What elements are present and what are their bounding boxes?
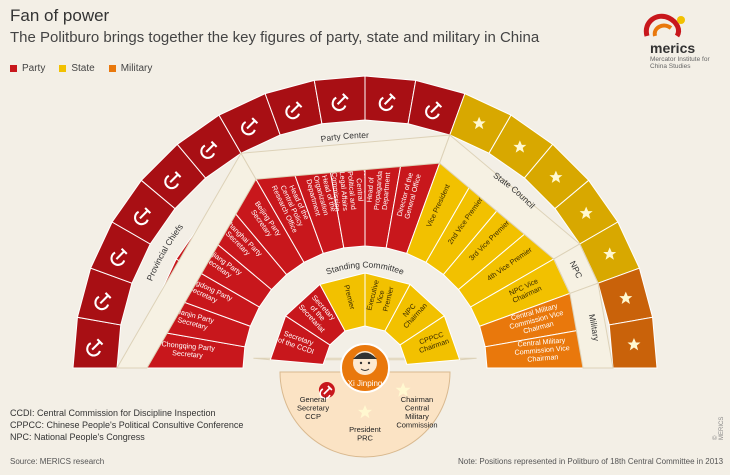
legend-swatch-state [59, 64, 67, 72]
legend-state: State [59, 63, 95, 74]
outer-position-18: Central MilitaryCommission ViceChairman [484, 316, 658, 369]
band-military: Military [569, 282, 614, 369]
abbreviation-cppcc: CPPCC: Chinese People's Political Consul… [10, 420, 244, 430]
abbreviation-npc: NPC: National People's Congress [10, 432, 145, 442]
footnote: Note: Positions represented in Politburo… [458, 457, 724, 466]
legend: Party State Military [10, 63, 152, 74]
standing-committee-position-3: Premier [319, 272, 366, 332]
logo-brand: merics [650, 40, 696, 56]
abbreviations: CCDI: Central Commission for Discipline … [10, 407, 243, 443]
standing-committee-position-6: CPPCCChairman [399, 315, 461, 365]
outer-position-13: 2nd Vice Premier [425, 114, 554, 276]
band-label: Party Center [320, 130, 369, 144]
merics-logo-icon [643, 13, 685, 38]
copyright: © MERICS [713, 416, 725, 440]
outer-position-16: NPC ViceChairman [470, 221, 641, 327]
abbreviation-ccdi: CCDI: Central Commission for Discipline … [10, 408, 216, 418]
outer-position-11: Director of theGeneral Office [385, 79, 466, 254]
outer-position-6: Beijing PartySecretary [176, 114, 305, 276]
logo-subtitle: Mercator Institute for China Studies [650, 56, 710, 70]
legend-swatch-military [108, 64, 116, 72]
xi-jinping-portrait: Xi Jinping [340, 343, 390, 393]
source-note: Source: MERICS research [10, 457, 105, 466]
standing-committee-position-4: ExecutiveVicePremier [364, 272, 411, 332]
page-subtitle: The Politburo brings together the key fi… [10, 29, 540, 46]
outer-position-1: Chongqing PartySecretary [72, 316, 246, 369]
outer-position-label: Central MilitaryCommission ViceChairman [513, 335, 570, 365]
outer-position-8: Head of theOrganizationDepartment [264, 79, 345, 254]
legend-military: Military [108, 63, 152, 74]
xi-jinping-name: Xi Jinping [348, 379, 383, 388]
outer-position-label: Head ofPropagandaDepartment [364, 170, 392, 211]
page-title: Fan of power [10, 6, 110, 25]
outer-position-label: Chongqing PartySecretary [160, 339, 215, 361]
standing-committee-position-1: Secretaryof the CCDI [269, 315, 331, 365]
legend-party: Party [10, 63, 45, 74]
legend-swatch-party [10, 64, 17, 72]
merics-logo: merics Mercator Institute for China Stud… [641, 10, 721, 70]
